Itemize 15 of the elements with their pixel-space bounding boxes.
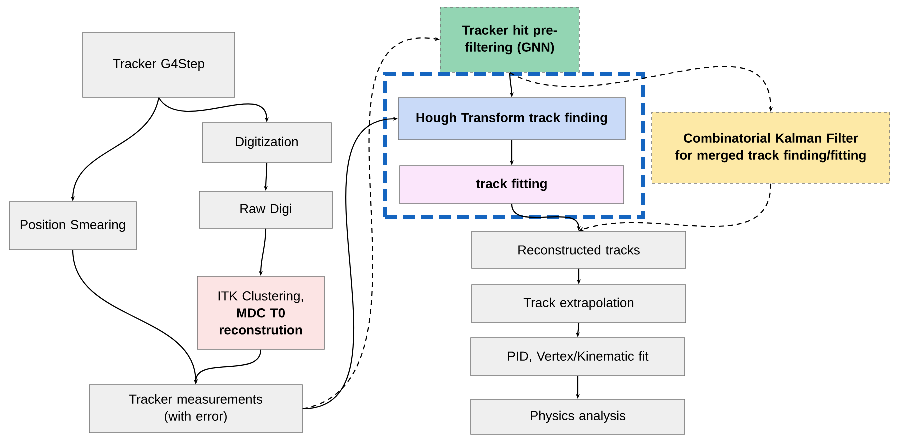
process-box: track fitting <box>400 166 624 204</box>
process-box: Raw Digi <box>199 191 333 229</box>
process-box: Tracker measurements (with error) <box>89 384 303 434</box>
process-box: Digitization <box>202 122 332 164</box>
process-box: Combinatorial Kalman Filter for merged track finding/fitting <box>652 112 890 184</box>
process-box: Tracker G4Step <box>82 32 236 98</box>
dashed-frame <box>383 72 645 220</box>
process-box: Position Smearing <box>9 202 137 250</box>
process-box: Physics analysis <box>470 399 686 435</box>
process-box: PID, Vertex/Kinematic fit <box>470 338 686 376</box>
process-box: Track extrapolation <box>472 284 686 324</box>
process-box: Reconstructed tracks <box>472 231 686 269</box>
process-box: ITK Clustering, MDC T0 reconstrution <box>197 276 325 350</box>
process-box: Tracker hit pre-filtering (GNN) <box>440 7 580 73</box>
process-box: Hough Transform track finding <box>398 98 626 140</box>
